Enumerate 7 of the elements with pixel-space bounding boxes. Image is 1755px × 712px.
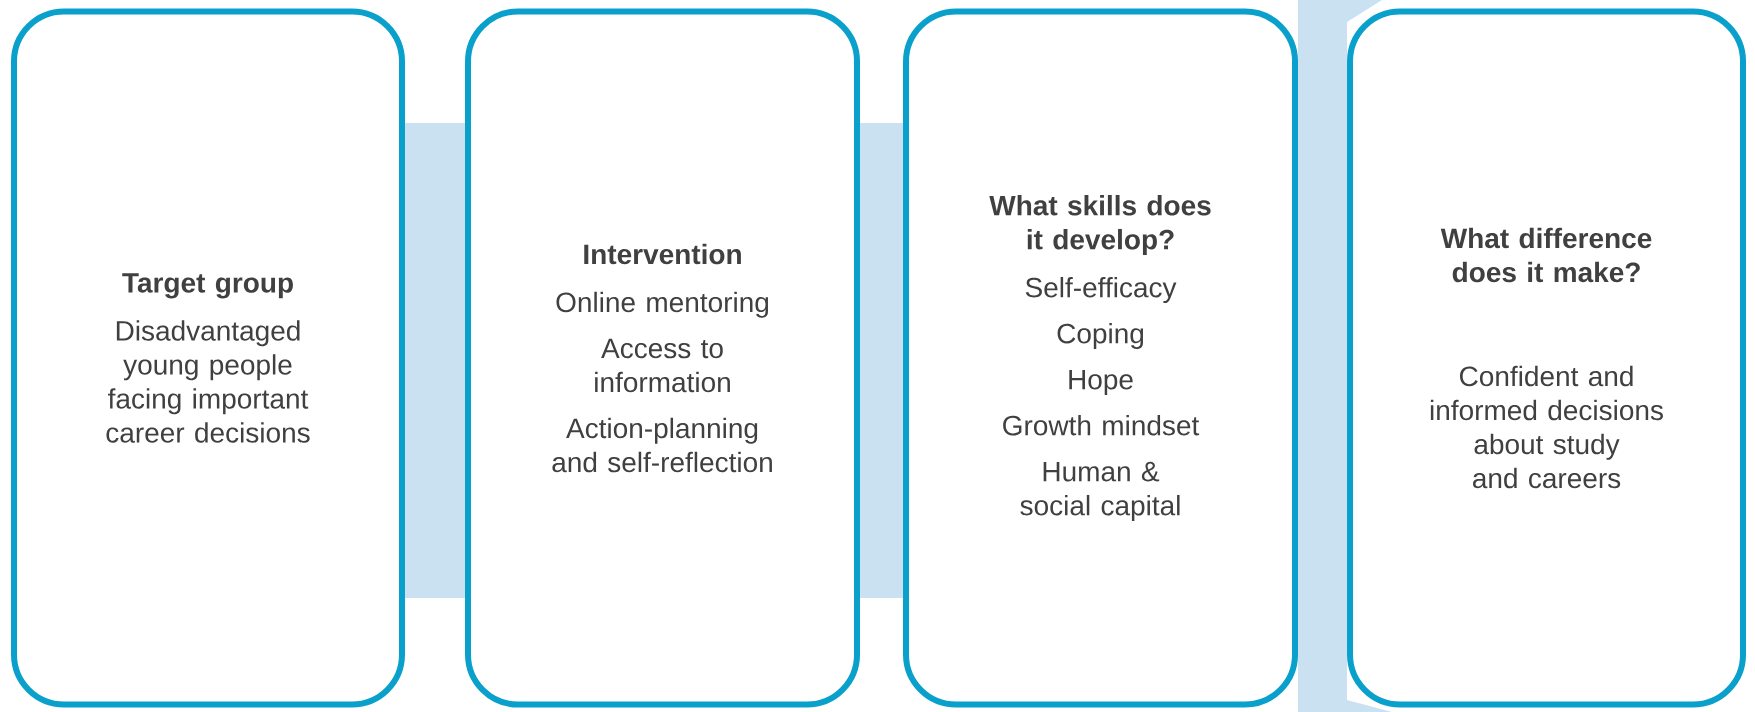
process-arrow <box>1298 0 1392 712</box>
stage-box: What difference does it make? Confident and informed decisions about study and careers <box>1347 8 1747 708</box>
process-arrow <box>405 123 465 598</box>
stage-box: Target group Disadvantaged young people facing important career decisions <box>11 8 405 708</box>
stage-box: Intervention Online mentoring Access to information Action-planning and self-reflection <box>465 8 860 708</box>
stage-box: What skills does it develop? Self-efficacy Coping Hope Growth mindset Human & social capital <box>903 8 1298 708</box>
process-arrow <box>860 123 903 598</box>
